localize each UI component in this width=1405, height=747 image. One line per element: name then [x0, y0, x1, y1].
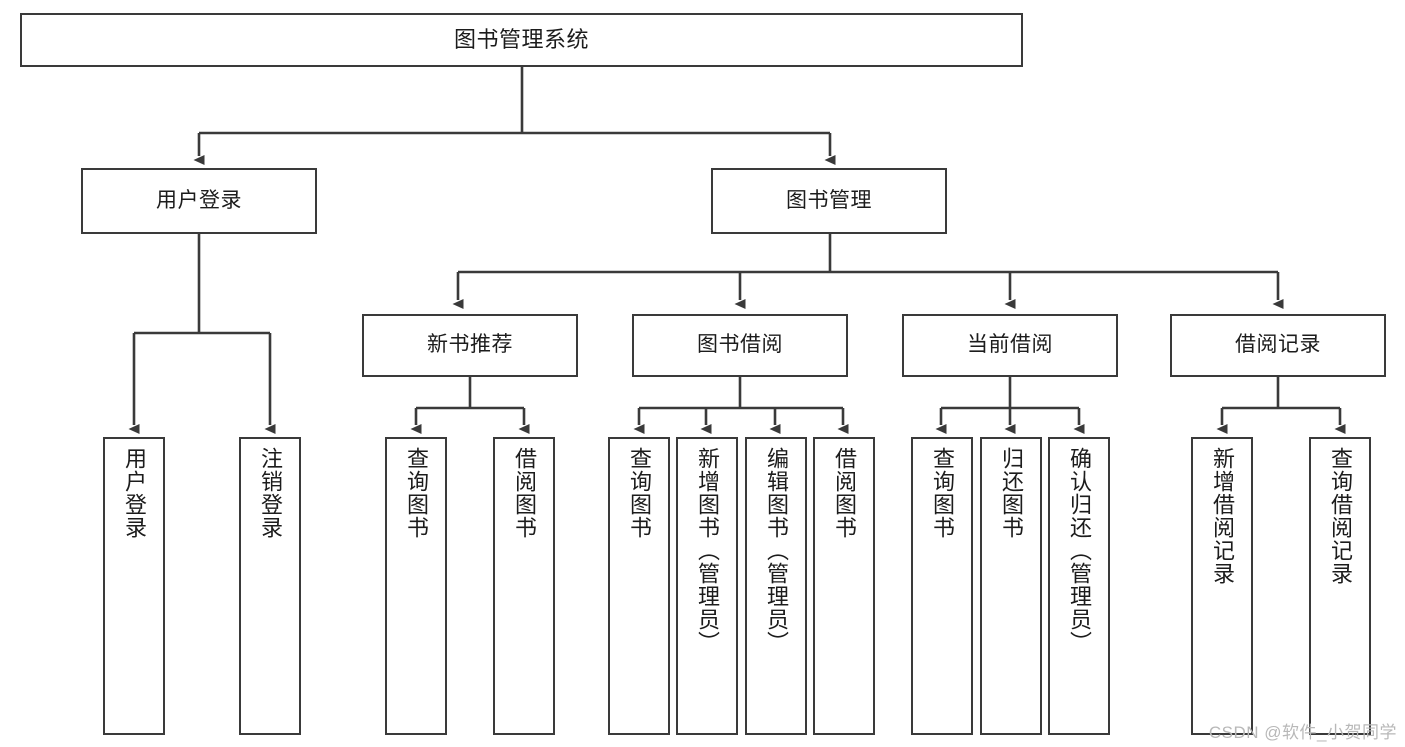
node-label: 编辑图书（管理员）: [764, 447, 789, 654]
node-new-book-recommend[interactable]: 新书推荐: [362, 314, 578, 377]
node-label: 用户登录: [156, 188, 242, 212]
node-label: 查询图书: [930, 447, 955, 539]
node-leaf-user-login[interactable]: 用户登录: [103, 437, 165, 735]
node-label: 借阅图书: [832, 447, 857, 539]
node-label: 新增图书（管理员）: [695, 447, 720, 654]
node-label: 注销登录: [258, 447, 283, 539]
node-label: 当前借阅: [967, 333, 1053, 357]
node-leaf-query-book-3[interactable]: 查询图书: [911, 437, 973, 735]
node-leaf-return-book[interactable]: 归还图书: [980, 437, 1042, 735]
node-label: 借阅图书: [512, 447, 537, 539]
node-leaf-confirm-return[interactable]: 确认归还（管理员）: [1048, 437, 1110, 735]
node-leaf-query-borrow-record[interactable]: 查询借阅记录: [1309, 437, 1371, 735]
node-label: 新书推荐: [427, 333, 513, 357]
node-label: 查询图书: [404, 447, 429, 539]
node-book-borrow[interactable]: 图书借阅: [632, 314, 848, 377]
node-leaf-edit-book[interactable]: 编辑图书（管理员）: [745, 437, 807, 735]
node-label: 查询图书: [627, 447, 652, 539]
node-label: 查询借阅记录: [1328, 447, 1353, 585]
node-current-borrow[interactable]: 当前借阅: [902, 314, 1118, 377]
node-label: 新增借阅记录: [1210, 447, 1235, 585]
node-label: 确认归还（管理员）: [1067, 447, 1092, 654]
node-label: 图书管理: [786, 188, 872, 212]
node-root-system[interactable]: 图书管理系统: [20, 13, 1023, 67]
node-leaf-logout-login[interactable]: 注销登录: [239, 437, 301, 735]
node-label: 归还图书: [999, 447, 1024, 539]
node-label: 用户登录: [122, 447, 147, 539]
node-leaf-borrow-book-1[interactable]: 借阅图书: [493, 437, 555, 735]
node-label: 图书借阅: [697, 333, 783, 357]
node-leaf-query-book-1[interactable]: 查询图书: [385, 437, 447, 735]
node-borrow-record[interactable]: 借阅记录: [1170, 314, 1386, 377]
csdn-watermark: CSDN @软件_小贺同学: [1208, 723, 1397, 742]
node-book-manage[interactable]: 图书管理: [711, 168, 947, 234]
node-user-login[interactable]: 用户登录: [81, 168, 317, 234]
node-leaf-borrow-book-2[interactable]: 借阅图书: [813, 437, 875, 735]
node-leaf-query-book-2[interactable]: 查询图书: [608, 437, 670, 735]
node-label: 借阅记录: [1235, 333, 1321, 357]
node-leaf-add-borrow-record[interactable]: 新增借阅记录: [1191, 437, 1253, 735]
node-leaf-add-book[interactable]: 新增图书（管理员）: [676, 437, 738, 735]
node-label: 图书管理系统: [453, 27, 589, 53]
